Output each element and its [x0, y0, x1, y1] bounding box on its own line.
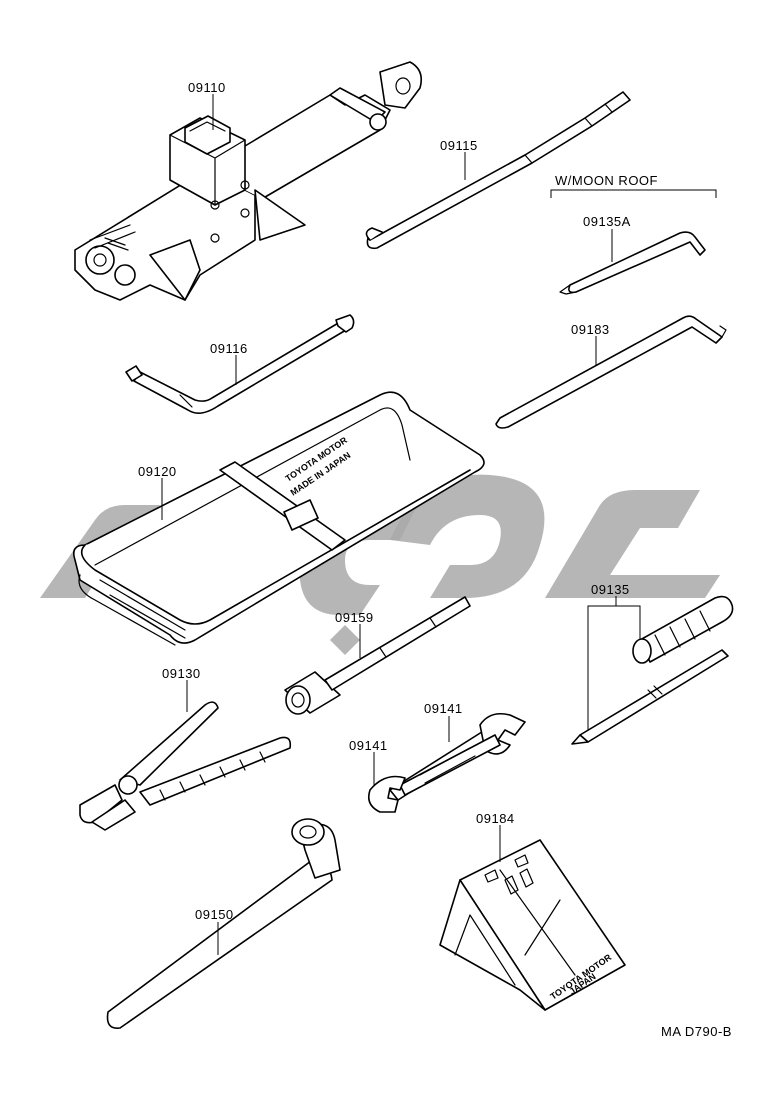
label-moon-roof-wrench: 09135A	[583, 214, 631, 229]
label-pliers: 09130	[162, 666, 201, 681]
jack-handle-rod	[365, 91, 631, 250]
label-jack: 09110	[188, 80, 226, 95]
label-jack-handle-rod: 09115	[440, 138, 478, 153]
label-wrench-a: 09141	[424, 701, 463, 716]
jack-illustration	[74, 61, 423, 301]
tool-bag	[72, 391, 485, 646]
label-screwdriver: 09135	[591, 582, 630, 597]
screwdriver	[571, 595, 734, 745]
label-moon-roof-group: W/MOON ROOF	[555, 173, 658, 188]
label-extension-socket: 09159	[335, 610, 374, 625]
extension-socket	[284, 596, 471, 715]
label-lug-wrench: 09150	[195, 907, 234, 922]
label-jack-handle: 09116	[210, 341, 248, 356]
wrench-b	[367, 734, 501, 813]
leader-lines	[161, 94, 641, 955]
moon-roof-group-bracket	[550, 189, 717, 198]
pliers	[79, 701, 292, 831]
lug-wrench	[106, 818, 341, 1029]
diagram-code: MA D790-B	[661, 1024, 732, 1039]
chock-block	[439, 839, 626, 1011]
label-tool-bag: 09120	[138, 464, 177, 479]
label-long-wrench: 09183	[571, 322, 610, 337]
label-wrench-b: 09141	[349, 738, 388, 753]
label-chock-block: 09184	[476, 811, 515, 826]
moon-roof-wrench	[559, 231, 706, 295]
long-wrench	[495, 315, 727, 429]
jack-handle	[125, 314, 355, 414]
